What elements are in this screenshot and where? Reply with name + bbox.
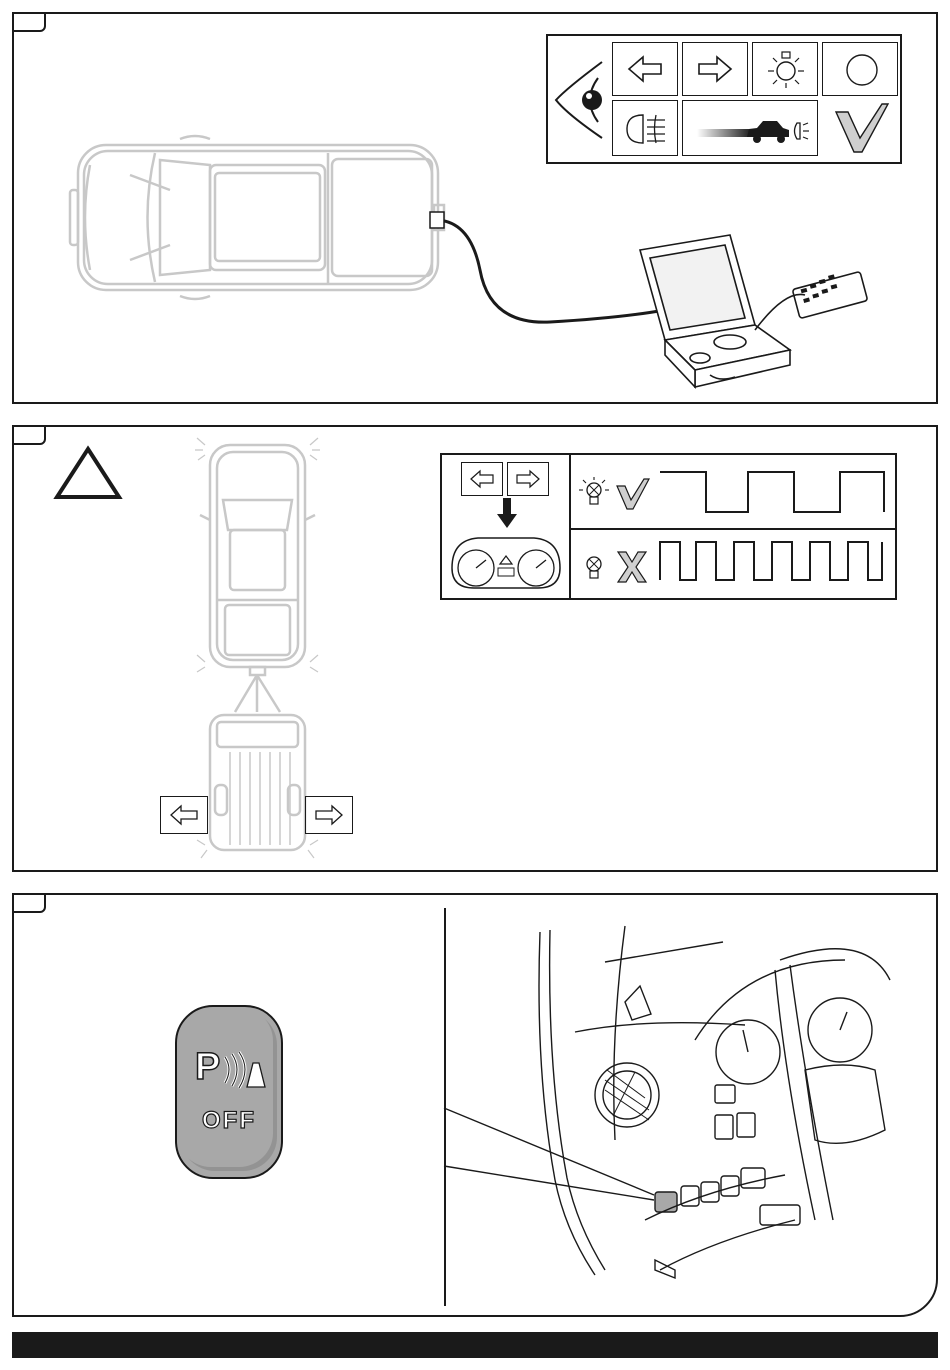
instrument-cluster-icon [448,528,564,592]
parking-button-shadow [181,1011,277,1171]
fog-light-icon [623,113,669,145]
parking-sensor-off-button[interactable]: P OFF [175,1005,283,1179]
arrow-down-icon [497,498,517,528]
arrow-right-box [682,42,748,96]
step-3-tab [12,893,46,913]
step-1-tab [12,12,46,32]
circle-icon [845,53,879,87]
arrow-left-icon [469,470,495,488]
arrow-left-icon [169,805,199,825]
brake-light-box [752,42,818,96]
trailer-right-indicator-box [305,796,353,834]
arrow-right-icon [515,470,541,488]
check-icon [616,478,650,510]
fog-light-box [612,100,678,156]
arrow-right-icon [697,55,733,83]
parking-symbol-letter: P [195,1047,220,1087]
fast-blink-waveform [658,540,888,584]
arrow-left-icon [627,55,663,83]
dash-left-arrow-box [461,462,503,496]
normal-blink-waveform [658,468,888,516]
parking-button-off-label: OFF [197,1107,261,1135]
trailer-left-indicator-box [160,796,208,834]
warning-triangle-icon [54,446,122,500]
diagram-divider-horizontal [571,528,895,530]
bulb-off-icon [580,552,608,586]
reverse-light-box [682,100,818,156]
pickup-truck-top-view [70,135,450,300]
dash-right-arrow-box [507,462,549,496]
check-icon [834,102,890,154]
parking-sensor-waves-icon [219,1051,269,1091]
step-2-tab [12,425,46,445]
tester-case-device [635,230,895,400]
bulb-on-icon [578,476,610,512]
eye-icon [552,58,606,142]
brake-light-icon [766,49,806,89]
arrow-left-box [612,42,678,96]
footer-bar [12,1332,938,1358]
reverse-car-icon [697,117,809,145]
arrow-right-icon [314,805,344,825]
switch-callout-lines [444,1100,674,1210]
diagram-divider-vertical [569,455,571,598]
cross-icon [616,550,648,584]
circle-box [822,42,898,96]
